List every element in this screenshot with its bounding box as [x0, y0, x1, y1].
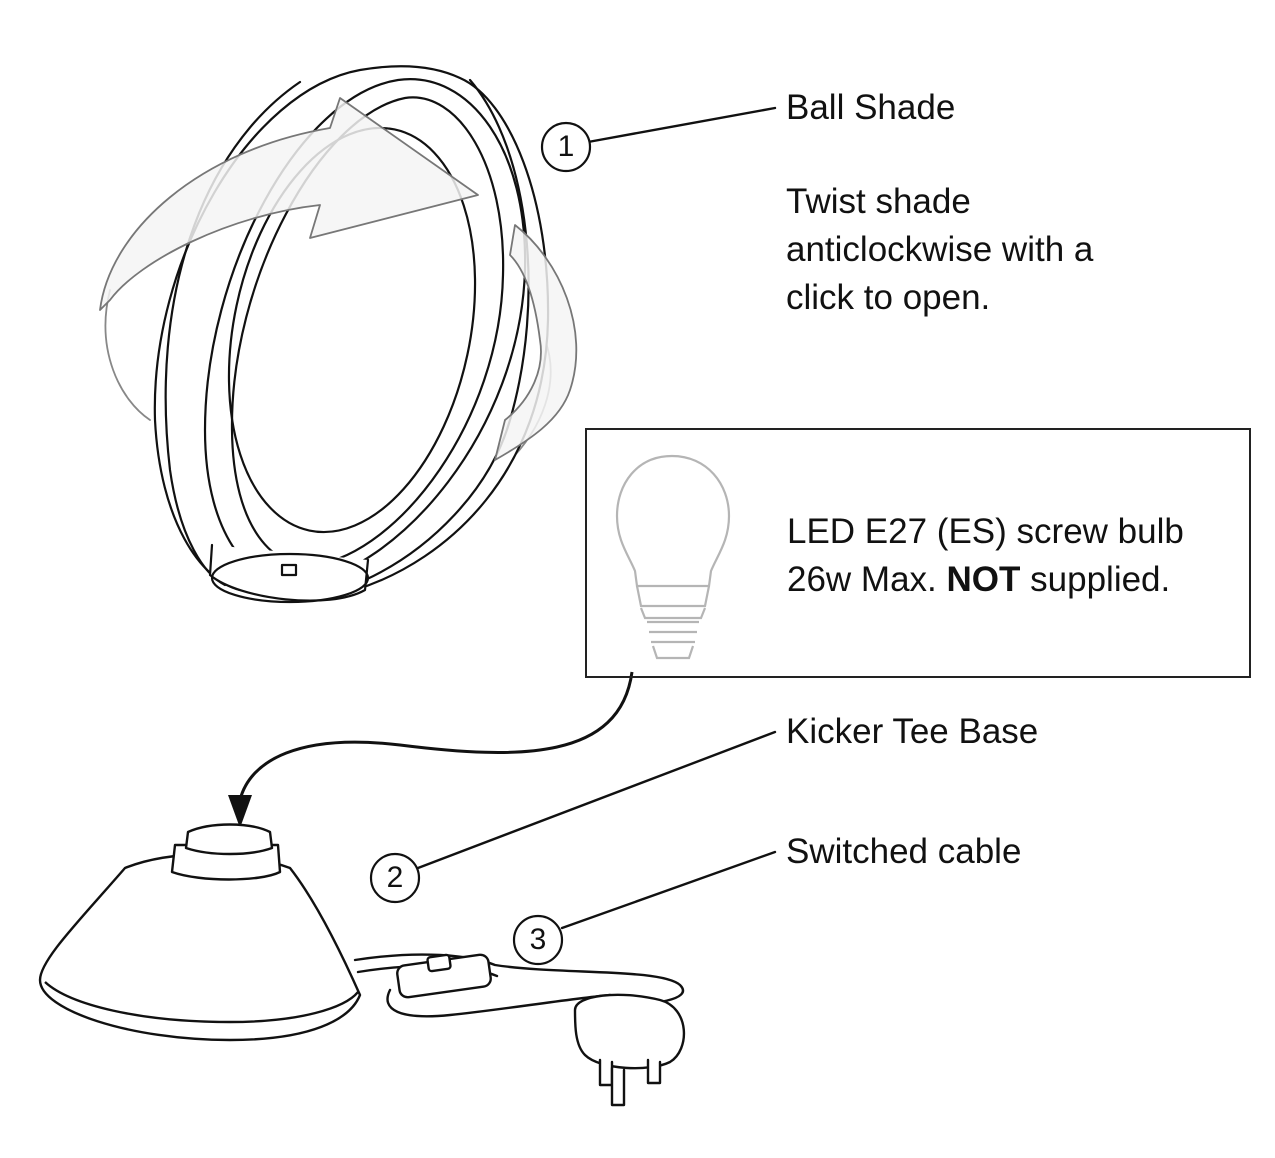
callout-circle-2: [369, 852, 421, 904]
ball-shade-illustration: [99, 65, 578, 604]
switched-cable-illustration: [353, 953, 685, 1107]
bulb-note-emphasis: NOT: [946, 560, 1021, 599]
part-label-switched-cable: Switched cable: [786, 832, 1022, 871]
callout-1: 1: [544, 125, 588, 169]
shade-meridian-right: [363, 78, 530, 582]
base-cone: [38, 853, 362, 1042]
part-label-ball-shade: Ball Shade: [786, 88, 956, 127]
callout-number: 3: [529, 923, 547, 956]
callout-number: 2: [386, 861, 404, 894]
base-socket: [184, 823, 274, 856]
bulb-note-line-1: LED E27 (ES) screw bulb: [787, 512, 1184, 551]
shade-opening: [227, 126, 477, 534]
callout-3: 3: [516, 918, 560, 962]
instruction-line-3: click to open.: [786, 278, 991, 317]
plug-pin-3: [610, 1066, 626, 1107]
shade-meridian-left: [164, 80, 302, 587]
bulb-icon: [615, 454, 731, 660]
twist-arrow-tail: [494, 224, 578, 461]
shade-collar: [208, 543, 370, 602]
bulb-note-suffix: supplied.: [1030, 560, 1171, 599]
shade-collar-tab: [280, 563, 298, 577]
callout-2: 2: [373, 856, 417, 900]
twist-arrow-front: [99, 97, 479, 311]
part-label-kicker-tee-base: Kicker Tee Base: [786, 712, 1039, 751]
leader-2: [416, 730, 777, 870]
leader-3: [560, 850, 777, 930]
instruction-line-2: anticlockwise with a: [786, 230, 1094, 269]
callout-circle-1: [540, 121, 592, 173]
plug-body: [573, 993, 685, 1070]
kicker-tee-base-illustration: [38, 823, 362, 1042]
shade-collar-ring: [210, 552, 370, 604]
bulb-note-prefix: 26w Max.: [787, 560, 937, 599]
bulb-note-box: LED E27 (ES) screw bulb 26w Max. NOT sup…: [585, 428, 1251, 678]
plug-pin-1: [598, 1058, 614, 1087]
callout-number: 1: [557, 130, 575, 163]
base-rim: [44, 981, 359, 1024]
instruction-line-1: Twist shade: [786, 182, 971, 221]
bulb-to-base-arrow: [228, 671, 634, 828]
leader-1: [586, 106, 777, 144]
bulb-note-line-2: 26w Max. NOT supplied.: [787, 556, 1170, 604]
leader-lines: [416, 106, 777, 930]
plug-pin-2: [646, 1058, 662, 1085]
switch-rocker: [426, 953, 452, 973]
callout-circle-3: [512, 914, 564, 966]
